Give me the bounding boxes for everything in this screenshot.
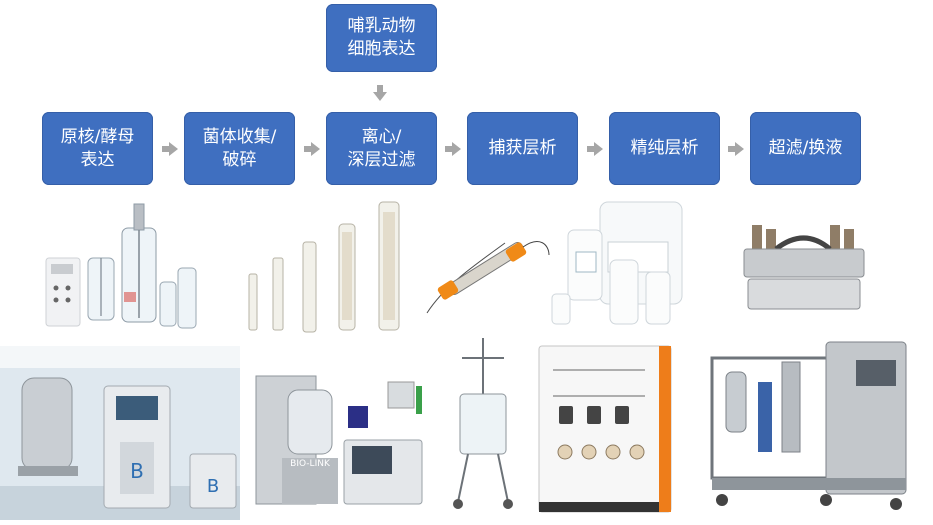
step-label: 离心/ 深层过滤: [347, 126, 416, 170]
step-polishing-chromatography: 精纯层析: [609, 112, 720, 185]
filter-columns-image: [248, 201, 400, 333]
chromatography-column-image: [426, 241, 550, 314]
step-prokaryotic-yeast-expression: 原核/酵母 表达: [42, 112, 153, 185]
svg-text:B: B: [130, 459, 144, 483]
step-label: 超滤/换液: [768, 138, 843, 158]
step-capture-chromatography: 捕获层析: [467, 112, 578, 185]
glass-column-cart-image: [453, 338, 513, 509]
svg-text:B: B: [207, 476, 219, 497]
step-ultrafiltration-buffer-exchange: 超滤/换液: [750, 112, 861, 185]
step-label: 精纯层析: [630, 138, 699, 158]
step-label: 哺乳动物 细胞表达: [347, 16, 416, 59]
arrow-right-icon: [728, 142, 744, 156]
buffer-bottles-image: [551, 201, 683, 325]
arrow-down-icon: [373, 85, 387, 101]
arrow-right-icon: [587, 142, 603, 156]
step-label: 原核/酵母 表达: [60, 126, 135, 170]
chromatography-system-image: [538, 345, 672, 513]
step-mammalian-expression: 哺乳动物 细胞表达: [326, 4, 437, 72]
arrow-right-icon: [162, 142, 178, 156]
tff-cassette-image: [743, 225, 865, 310]
arrow-right-icon: [445, 142, 461, 156]
step-label: 菌体收集/ 破碎: [202, 126, 277, 170]
step-cell-harvest-lysis: 菌体收集/ 破碎: [184, 112, 295, 185]
bio-link-logo: BIO-LINK: [290, 459, 331, 469]
arrow-right-icon: [304, 142, 320, 156]
step-label: 捕获层析: [488, 138, 557, 158]
industrial-bioreactor-image: B B: [0, 346, 240, 520]
ultrafiltration-skid-image: [710, 341, 907, 510]
benchtop-bioreactors-image: [45, 203, 197, 329]
step-centrifugation-depth-filtration: 离心/ 深层过滤: [326, 112, 437, 185]
pilot-bioreactor-image: BIO-LINK: [255, 375, 423, 505]
